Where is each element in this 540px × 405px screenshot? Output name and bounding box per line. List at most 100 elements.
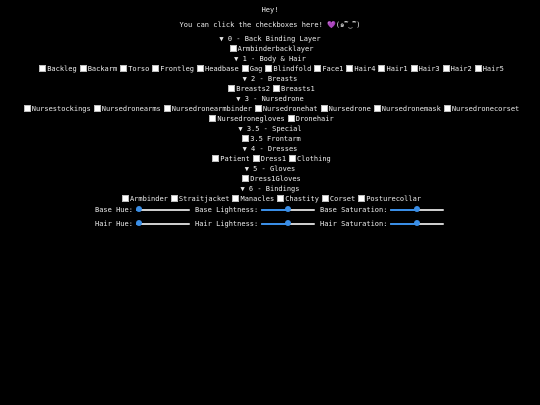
checkbox-label: Chastity <box>285 195 319 203</box>
checkbox-option-nursedrone[interactable]: Nursedrone <box>318 105 371 114</box>
checkbox-option-clothing[interactable]: Clothing <box>286 155 331 164</box>
checkbox[interactable] <box>277 195 285 202</box>
section-header-2[interactable]: ▼ 2 - Breasts <box>242 75 298 83</box>
checkbox-option-armbinderbacklayer[interactable]: Armbinderbacklayer <box>227 45 313 54</box>
checkbox[interactable] <box>228 85 236 92</box>
checkbox[interactable] <box>212 155 220 162</box>
hair-saturation-slider[interactable] <box>390 219 444 228</box>
checkbox-option-nursedronearms[interactable]: Nursedronearms <box>91 105 161 114</box>
checkbox[interactable] <box>373 105 381 112</box>
checkbox[interactable] <box>346 65 354 72</box>
checkbox-option-frontleg[interactable]: Frontleg <box>149 65 194 74</box>
checkbox[interactable] <box>170 195 178 202</box>
section-header-3[interactable]: ▼ 3 - Nursedrone <box>236 95 304 103</box>
checkbox[interactable] <box>442 65 450 72</box>
section-header-1[interactable]: ▼ 1 - Body & Hair <box>234 55 306 63</box>
hair-lightness-slider[interactable] <box>261 219 315 228</box>
checkbox[interactable] <box>474 65 482 72</box>
checkbox[interactable] <box>163 105 171 112</box>
checkbox[interactable] <box>23 105 31 112</box>
checkbox-option-3-5-frontarm[interactable]: 3.5 Frontarm <box>239 135 301 144</box>
checkbox-option-nursestockings[interactable]: Nursestockings <box>21 105 91 114</box>
checkbox-option-hair4[interactable]: Hair4 <box>343 65 375 74</box>
checkbox-option-posturecollar[interactable]: Posturecollar <box>355 195 421 204</box>
checkbox[interactable] <box>229 45 237 52</box>
base-saturation-label: Base Saturation: <box>320 206 388 214</box>
checkbox[interactable] <box>120 65 128 72</box>
checkbox-label: Blindfold <box>273 65 312 73</box>
checkbox[interactable] <box>287 115 295 122</box>
checkbox-option-hair2[interactable]: Hair2 <box>440 65 472 74</box>
section-header-0[interactable]: ▼ 0 - Back Binding Layer <box>219 35 321 43</box>
section-header-7[interactable]: ▼ 6 - Bindings <box>240 185 300 193</box>
section-header-4[interactable]: ▼ 3.5 - Special <box>238 125 302 133</box>
hair-hue-slider[interactable] <box>136 219 190 228</box>
checkbox[interactable] <box>242 175 250 182</box>
checkbox[interactable] <box>273 85 280 92</box>
checkbox[interactable] <box>121 195 129 202</box>
section-header-6[interactable]: ▼ 5 - Gloves <box>244 165 296 173</box>
hair-hue-label: Hair Hue: <box>95 220 133 228</box>
checkbox-option-hair3[interactable]: Hair3 <box>408 65 440 74</box>
checkbox-option-patient[interactable]: Patient <box>209 155 250 164</box>
base-saturation-slider[interactable] <box>390 205 444 214</box>
section-header-5[interactable]: ▼ 4 - Dresses <box>242 145 298 153</box>
checkbox[interactable] <box>79 65 87 72</box>
checkbox-option-dress1[interactable]: Dress1 <box>250 155 286 164</box>
checkbox[interactable] <box>314 65 322 72</box>
checkbox-option-face1[interactable]: Face1 <box>311 65 344 74</box>
checkbox-option-straitjacket[interactable]: Straitjacket <box>168 195 229 204</box>
checkbox-option-hair5[interactable]: Hair5 <box>472 65 504 74</box>
checkbox-option-backarm[interactable]: Backarm <box>77 65 118 74</box>
checkbox-option-nursedronemask[interactable]: Nursedronemask <box>371 105 441 114</box>
checkbox[interactable] <box>320 105 328 112</box>
checkbox-label: Face1 <box>322 65 344 73</box>
checkbox[interactable] <box>443 105 451 112</box>
checkbox-label: Breasts2 <box>236 85 270 93</box>
checkbox-option-nursedronecorset[interactable]: Nursedronecorset <box>441 105 519 114</box>
checkbox[interactable] <box>265 65 273 72</box>
checkbox-label: Backarm <box>87 65 118 73</box>
hair-saturation-label: Hair Saturation: <box>320 220 388 228</box>
checkbox[interactable] <box>209 115 217 122</box>
checkbox-option-blindfold[interactable]: Blindfold <box>262 65 312 74</box>
checkbox-option-headbase[interactable]: Headbase <box>194 65 239 74</box>
checkbox[interactable] <box>254 105 262 112</box>
checkbox-option-chastity[interactable]: Chastity <box>274 195 319 204</box>
checkbox[interactable] <box>232 195 240 202</box>
checkbox[interactable] <box>242 135 250 142</box>
checkbox-label: Clothing <box>297 155 331 163</box>
checkbox[interactable] <box>289 155 297 162</box>
checkbox[interactable] <box>252 155 260 162</box>
checkbox-option-hair1[interactable]: Hair1 <box>375 65 408 74</box>
subtitle-text: You can click the checkboxes here! 💜(๑‾ิ… <box>179 21 361 29</box>
checkbox[interactable] <box>39 65 47 72</box>
checkbox-option-armbinder[interactable]: Armbinder <box>119 195 168 204</box>
base-hue-slider[interactable] <box>136 205 190 214</box>
checkbox-option-breasts2[interactable]: Breasts2 <box>225 85 270 94</box>
checkbox[interactable] <box>410 65 418 72</box>
checkbox[interactable] <box>358 195 366 202</box>
checkbox-option-dress1gloves[interactable]: Dress1Gloves <box>239 175 301 184</box>
checkbox-label: Gag <box>249 65 263 73</box>
checkbox-label: Hair2 <box>450 65 472 73</box>
checkbox[interactable] <box>93 105 101 112</box>
checkbox-option-nursedronearmbinder[interactable]: Nursedronearmbinder <box>161 105 252 114</box>
checkbox-option-breasts1[interactable]: Breasts1 <box>270 85 315 94</box>
base-lightness-slider[interactable] <box>261 205 315 214</box>
checkbox-option-nursedronehat[interactable]: Nursedronehat <box>252 105 318 114</box>
checkbox-option-manacles[interactable]: Manacles <box>229 195 274 204</box>
checkbox[interactable] <box>197 65 205 72</box>
checkbox[interactable] <box>241 65 249 72</box>
checkbox-option-dronehair[interactable]: Dronehair <box>285 115 334 124</box>
checkbox[interactable] <box>152 65 160 72</box>
checkbox-option-nursedronegloves[interactable]: Nursedronegloves <box>206 115 285 124</box>
checkbox-option-corset[interactable]: Corset <box>319 195 355 204</box>
checkbox-option-torso[interactable]: Torso <box>117 65 149 74</box>
checkbox[interactable] <box>321 195 329 202</box>
checkbox-option-backleg[interactable]: Backleg <box>36 65 77 74</box>
checkbox[interactable] <box>378 65 386 72</box>
checkbox-option-gag[interactable]: Gag <box>239 65 263 74</box>
checkbox-label: Nursedronegloves <box>217 115 285 123</box>
